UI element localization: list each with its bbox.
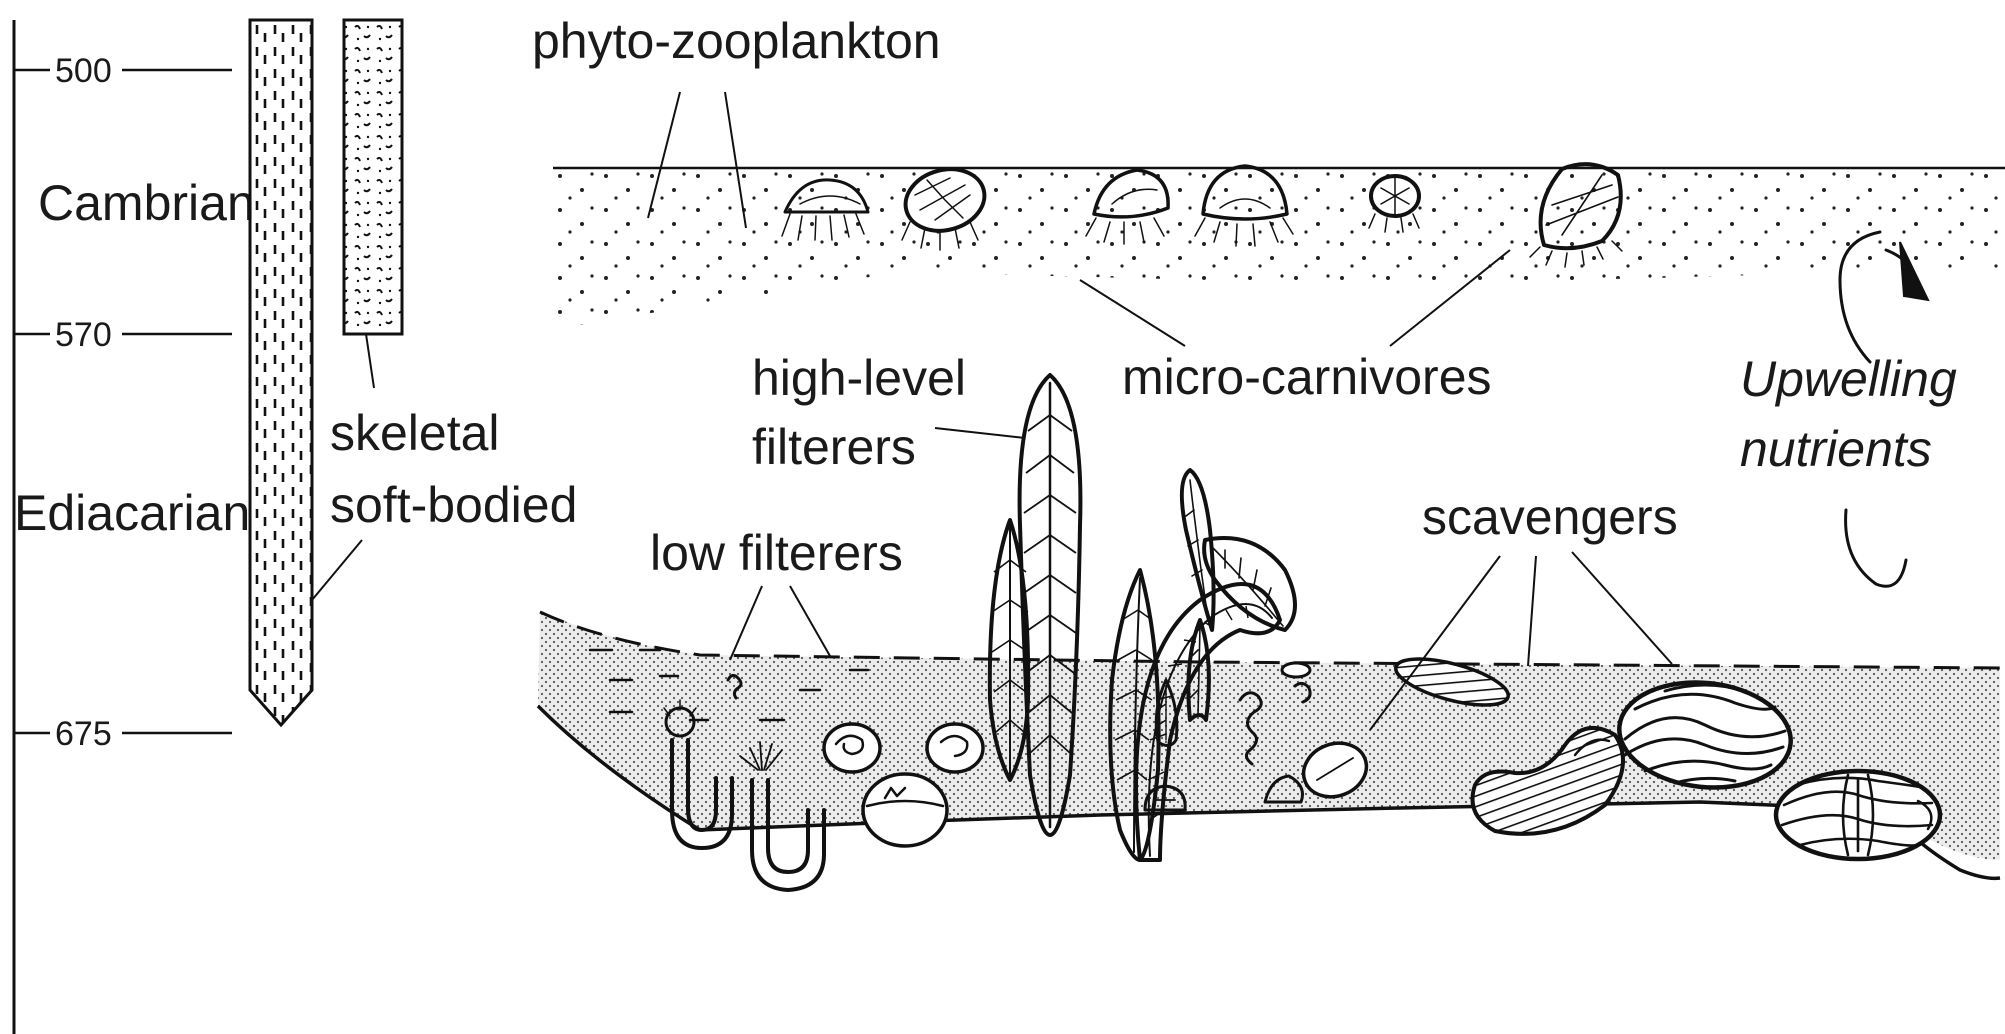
- frond: [1182, 470, 1214, 630]
- frond: [1020, 375, 1081, 835]
- soft-bodied-column: [250, 20, 312, 725]
- filterers-label: filterers: [752, 419, 916, 475]
- upwelling-arrow: [1840, 232, 1928, 586]
- period-label-cambrian: Cambrian: [38, 175, 255, 231]
- benthic-shell: [927, 724, 983, 772]
- high-level-filterers-leader: [935, 428, 1025, 438]
- soft-bodied-leader: [312, 540, 362, 600]
- micro-carnivores-label: micro-carnivores: [1122, 349, 1492, 405]
- small-pebble: [1282, 663, 1310, 677]
- low-filterers-leader-2: [790, 586, 830, 656]
- low-filterers-label: low filterers: [650, 525, 903, 581]
- period-label-ediacarian: Ediacarian: [14, 485, 250, 541]
- scavengers-leader-3: [1572, 552, 1672, 664]
- plankton-dots: [548, 172, 2005, 330]
- skeletal-leader: [366, 334, 374, 388]
- tick-label-675: 675: [55, 715, 112, 753]
- scavenger: [1776, 771, 1940, 859]
- soft-bodied-label: soft-bodied: [330, 477, 577, 533]
- scavengers-label: scavengers: [1422, 489, 1678, 545]
- skeletal-label: skeletal: [330, 405, 500, 461]
- benthic-shell: [824, 724, 880, 772]
- benthic-shell: [863, 774, 947, 846]
- nutrients-label: nutrients: [1740, 421, 1932, 477]
- tick-label-500: 500: [55, 52, 112, 90]
- low-filterers-leader-1: [730, 586, 762, 660]
- tick-label-570: 570: [55, 316, 112, 354]
- plankton-zone: [548, 168, 2005, 330]
- skeletal-column: [344, 20, 402, 334]
- micro-carnivores-leader-1: [1080, 280, 1185, 346]
- timescale: 500 570 675 Cambrian Ediacarian: [14, 20, 255, 1034]
- high-level-label: high-level: [752, 350, 966, 406]
- phyto-zooplankton-label: phyto-zooplankton: [532, 13, 941, 69]
- scavengers-leader-2: [1528, 556, 1536, 666]
- upwelling-label: Upwelling: [1740, 351, 1957, 407]
